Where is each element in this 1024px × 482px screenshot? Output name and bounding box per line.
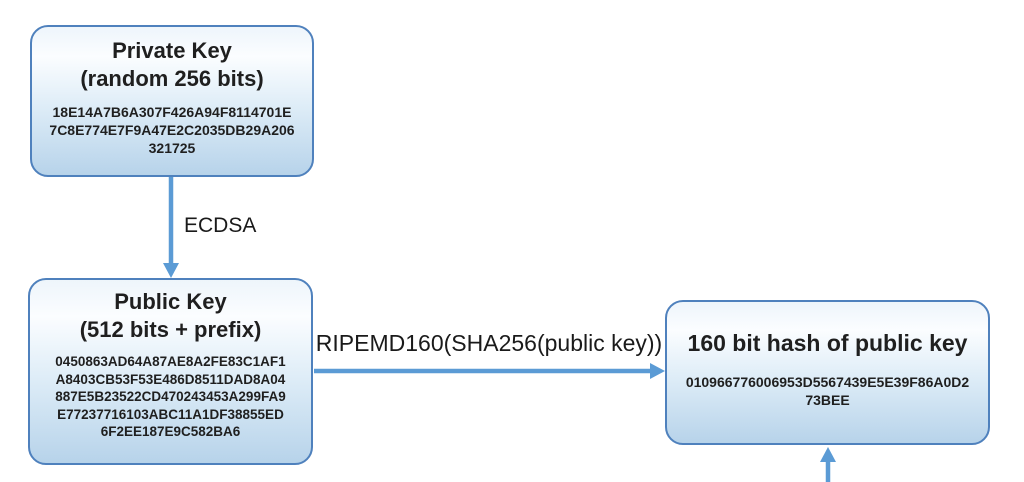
- public-key-hex: 0450863AD64A87AE8A2FE83C1AF1 A8403CB53F5…: [55, 354, 286, 439]
- ripemd-edge-label: RIPEMD160(SHA256(public key)): [315, 330, 663, 356]
- incoming-up-arrow-icon: [820, 447, 836, 482]
- hash-hex: 010966776006953D5567439E5E39F86A0D2 73BE…: [685, 373, 970, 408]
- private-key-node: Private Key (random 256 bits) 18E14A7B6A…: [30, 25, 314, 177]
- public-key-title: Public Key (512 bits + prefix): [79, 289, 262, 342]
- ecdsa-edge-label: ECDSA: [184, 214, 257, 237]
- hash-title: 160 bit hash of public key: [687, 330, 968, 356]
- public-key-node: Public Key (512 bits + prefix) 0450863AD…: [28, 278, 313, 465]
- private-key-hex: 18E14A7B6A307F426A94F8114701E 7C8E774E7F…: [49, 104, 295, 156]
- private-key-title: Private Key (random 256 bits): [80, 38, 264, 91]
- ecdsa-arrow-icon: [163, 177, 179, 278]
- hash-node: 160 bit hash of public key 0109667760069…: [665, 300, 990, 445]
- ripemd-arrow-icon: [314, 363, 665, 379]
